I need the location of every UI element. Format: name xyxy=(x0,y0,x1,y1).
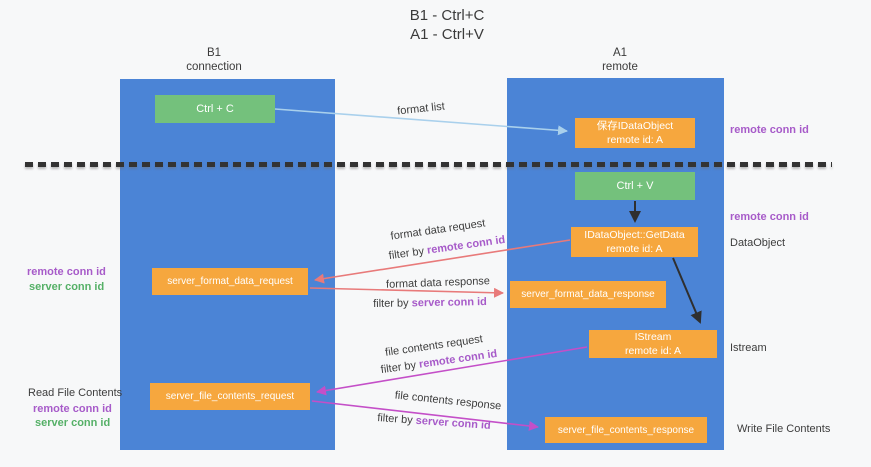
save-dataobject-node: 保存IDataObject remote id: A xyxy=(575,118,695,148)
lane-right-title: A1 xyxy=(612,47,628,59)
lane-left-title: B1 xyxy=(206,47,222,59)
read-file-contents-label: Read File Contents xyxy=(28,387,123,399)
session-divider-dashed-line xyxy=(25,162,832,167)
lane-left-subtitle: connection xyxy=(186,61,242,73)
save-dataobject-line2: remote id: A xyxy=(606,134,664,146)
diagram-title: B1 - Ctrl+C A1 - Ctrl+V xyxy=(410,6,485,44)
server-file-contents-response-label: server_file_contents_response xyxy=(557,424,695,436)
getdata-node: IDataObject::GetData remote id: A xyxy=(571,227,698,257)
right-remote-conn-id-label-2: remote conn id xyxy=(730,211,809,223)
format-data-response-flow-label: format data response xyxy=(385,275,491,291)
format-list-flow-label: format list xyxy=(396,100,446,118)
ctrl-c-label: Ctrl + C xyxy=(196,103,234,115)
left-remote-conn-id-label-2: remote conn id xyxy=(33,403,112,415)
filter-by-text: filter by xyxy=(380,358,420,377)
title-line-1: B1 - Ctrl+C xyxy=(409,7,485,24)
server-format-data-request-node: server_format_data_request xyxy=(152,268,308,295)
file-contents-response-flow-label: file contents response xyxy=(394,389,502,413)
filter-by-text: filter by xyxy=(388,244,428,263)
istream-side-label: Istream xyxy=(730,342,767,354)
write-file-contents-label: Write File Contents xyxy=(737,423,831,435)
istream-line2: remote id: A xyxy=(624,345,682,357)
right-remote-conn-id-label-1: remote conn id xyxy=(730,124,809,136)
ctrl-v-node: Ctrl + V xyxy=(575,172,695,200)
ctrl-c-node: Ctrl + C xyxy=(155,95,275,123)
server-format-data-response-node: server_format_data_response xyxy=(510,281,666,308)
left-remote-conn-id-label-1: remote conn id xyxy=(27,266,106,278)
filter-by-text: filter by xyxy=(373,297,412,310)
left-server-conn-id-label-1: server conn id xyxy=(29,281,105,293)
filter-by-text: filter by xyxy=(376,412,417,427)
lane-header-left: B1 connection xyxy=(186,46,242,74)
server-format-data-request-label: server_format_data_request xyxy=(167,276,293,287)
lane-header-right: A1 remote xyxy=(602,46,638,74)
server-file-contents-request-node: server_file_contents_request xyxy=(150,383,310,410)
title-line-2: A1 - Ctrl+V xyxy=(410,26,484,43)
left-server-conn-id-label-2: server conn id xyxy=(35,417,111,429)
server-file-contents-response-node: server_file_contents_response xyxy=(545,417,707,443)
format-data-response-filter-label: filter by server conn id xyxy=(373,296,487,310)
server-format-data-response-label: server_format_data_response xyxy=(521,289,655,300)
server-conn-id-text: server conn id xyxy=(415,414,492,432)
istream-line1: IStream xyxy=(634,331,672,343)
server-file-contents-request-label: server_file_contents_request xyxy=(165,391,295,402)
lane-right-subtitle: remote xyxy=(602,61,638,73)
getdata-line1: IDataObject::GetData xyxy=(584,229,685,241)
getdata-line2: remote id: A xyxy=(606,243,663,255)
server-conn-id-text: server conn id xyxy=(411,296,487,310)
remote-conn-id-text: remote conn id xyxy=(426,233,506,257)
dataobject-label: DataObject xyxy=(730,237,786,249)
file-contents-response-filter-label: filter by server conn id xyxy=(377,412,491,432)
istream-node: IStream remote id: A xyxy=(589,330,717,358)
ctrl-v-label: Ctrl + V xyxy=(616,180,654,192)
save-dataobject-line1: 保存IDataObject xyxy=(596,120,674,132)
